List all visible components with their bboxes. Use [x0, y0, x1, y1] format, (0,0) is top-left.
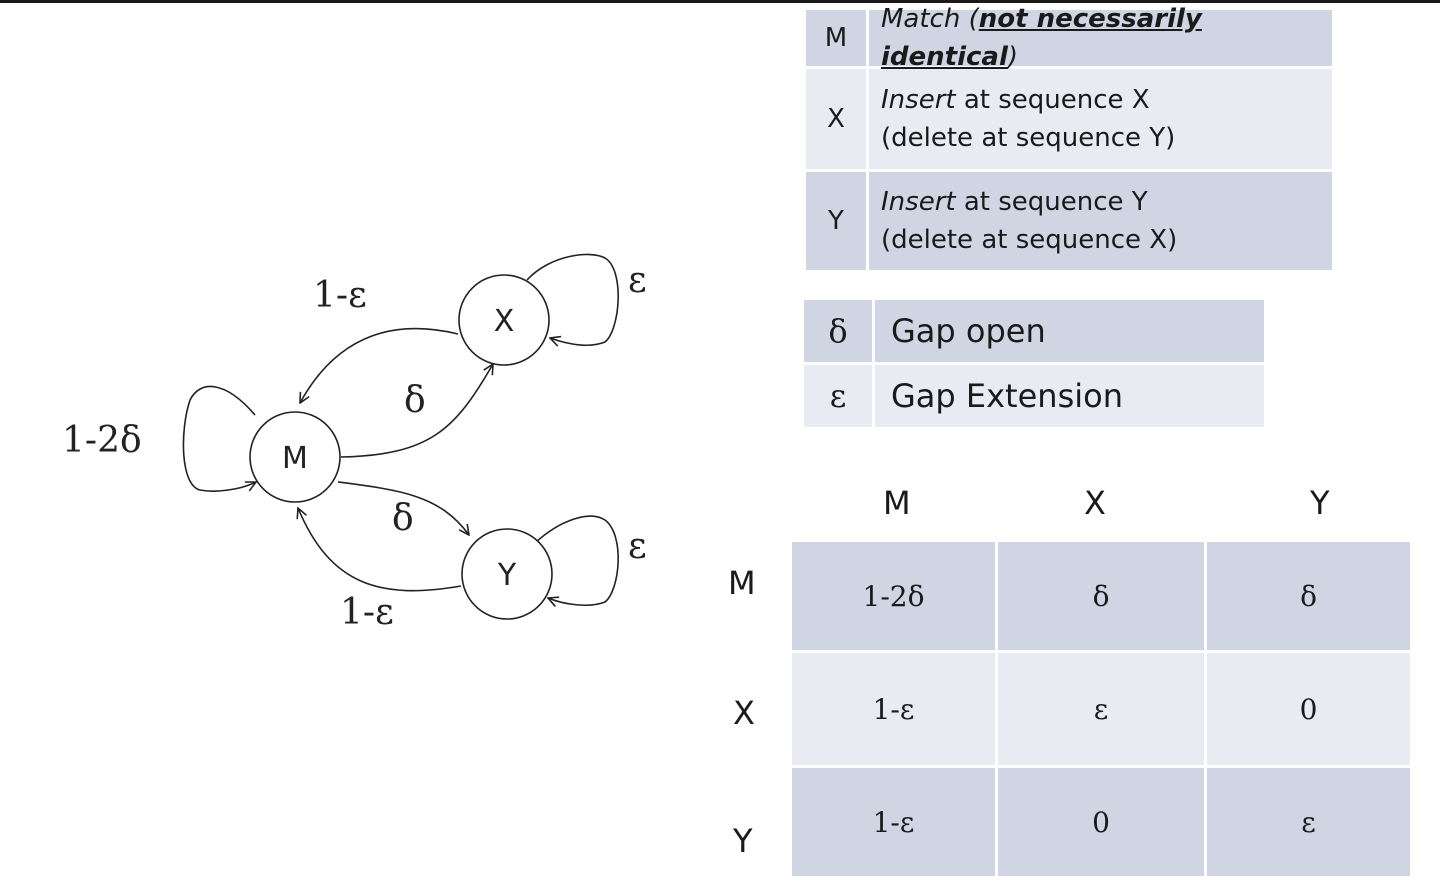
state-insert-word: Insert — [881, 85, 956, 115]
state-insert-rest: at sequence Y — [955, 187, 1148, 217]
matrix-col-header-y: Y — [1310, 484, 1330, 522]
state-row-x: X Insert at sequence X (delete at sequen… — [806, 66, 1332, 169]
state-description: Insert at sequence X (delete at sequence… — [869, 69, 1332, 169]
state-row-m: M Match (not necessarily identical) — [806, 4, 1332, 72]
gap-row-extension: ε Gap Extension — [804, 362, 1264, 427]
state-key: X — [806, 69, 869, 169]
label-m-to-x: δ — [404, 380, 426, 421]
state-description: Insert at sequence Y (delete at sequence… — [869, 172, 1332, 270]
state-desc-line2: (delete at sequence Y) — [881, 123, 1176, 153]
matrix-cell-x-y: 0 — [1207, 653, 1410, 765]
state-insert-rest: at sequence X — [955, 85, 1150, 115]
state-match-note: not necessarily identical — [881, 4, 1202, 72]
matrix-col-header-x: X — [1084, 484, 1106, 522]
edge-y-to-m — [298, 508, 462, 592]
node-m-label: M — [282, 441, 308, 476]
gap-symbol: ε — [804, 365, 875, 427]
label-m-to-y: δ — [392, 498, 414, 539]
node-y-label: Y — [497, 558, 517, 593]
state-row-y: Y Insert at sequence Y (delete at sequen… — [806, 169, 1332, 270]
edge-y-self — [534, 515, 619, 605]
matrix-row-header-m: M — [728, 564, 756, 602]
state-description: Match (not necessarily identical) — [869, 4, 1332, 72]
edge-m-to-x — [340, 364, 493, 458]
hmm-state-diagram: M X Y 1-2δ 1-ε δ ε δ 1-ε ε — [62, 253, 647, 633]
matrix-cell-m-y: δ — [1207, 542, 1410, 650]
edge-x-self — [526, 253, 619, 345]
matrix-cell-x-x: ε — [998, 653, 1204, 765]
node-x: X — [458, 274, 550, 366]
label-x-to-m: 1-ε — [313, 275, 367, 316]
gap-name: Gap open — [891, 312, 1046, 350]
label-m-self: 1-2δ — [62, 420, 142, 461]
matrix-cell-y-m: 1-ε — [792, 768, 995, 876]
matrix-cell-y-x: 0 — [998, 768, 1204, 876]
state-match-close: ) — [1007, 42, 1019, 72]
matrix-row-header-y: Y — [733, 822, 753, 860]
edge-m-self — [182, 385, 256, 492]
state-match-text: Match ( — [881, 4, 979, 34]
state-desc-line1: Match (not necessarily identical) — [881, 0, 1332, 76]
state-key: M — [806, 10, 869, 66]
label-y-self: ε — [628, 526, 647, 567]
label-y-to-m: 1-ε — [340, 592, 394, 633]
gap-parameters-table: δ Gap open ε Gap Extension — [804, 300, 1264, 427]
node-y: Y — [461, 528, 553, 620]
transition-matrix: 1-2δ δ δ 1-ε ε 0 1-ε 0 ε — [792, 542, 1410, 878]
matrix-cell-m-m: 1-2δ — [792, 542, 995, 650]
edge-m-to-y — [337, 481, 469, 535]
state-desc-line1: Insert at sequence X — [881, 81, 1332, 119]
state-key: Y — [806, 172, 869, 270]
top-rule — [0, 0, 1440, 3]
matrix-cell-m-x: δ — [998, 542, 1204, 650]
gap-name: Gap Extension — [891, 377, 1123, 415]
node-x-label: X — [494, 304, 515, 339]
gap-symbol: δ — [804, 300, 875, 362]
matrix-cell-x-m: 1-ε — [792, 653, 995, 765]
states-table: M Match (not necessarily identical) X In… — [806, 4, 1332, 270]
label-x-self: ε — [628, 260, 647, 301]
matrix-row-header-x: X — [733, 694, 755, 732]
node-m: M — [249, 411, 341, 503]
state-insert-word: Insert — [881, 187, 956, 217]
matrix-col-header-m: M — [883, 484, 911, 522]
matrix-cell-y-y: ε — [1207, 768, 1410, 876]
edge-x-to-m — [300, 327, 459, 403]
gap-row-open: δ Gap open — [804, 300, 1264, 362]
state-desc-line1: Insert at sequence Y — [881, 183, 1332, 221]
state-desc-line2: (delete at sequence X) — [881, 225, 1178, 255]
diagram-svg: M X Y 1-2δ 1-ε δ ε δ 1-ε ε — [62, 253, 647, 633]
